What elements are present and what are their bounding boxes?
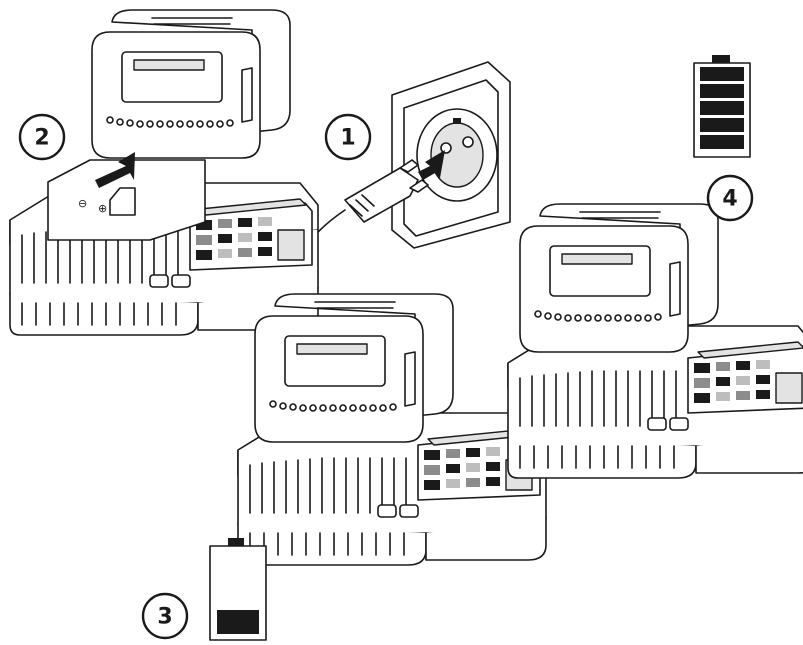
step-number-3: 3 — [157, 605, 172, 630]
step-number-2: 2 — [34, 126, 49, 151]
step-number-1: 1 — [340, 126, 355, 151]
battery-full-segment — [700, 118, 744, 132]
insert-arrow — [95, 152, 135, 188]
step-callout-2: 2 — [18, 113, 66, 161]
battery-full-segment — [700, 84, 744, 98]
step-callout-1: 1 — [324, 113, 372, 161]
svg-text:⊕: ⊕ — [98, 202, 107, 215]
battery-step-3 — [254, 293, 454, 443]
charger-step-2: ⊖ ⊕ — [9, 159, 319, 336]
plug-arrow — [418, 150, 445, 180]
power-plug — [317, 159, 429, 233]
step-callout-4: 4 — [706, 174, 754, 222]
battery-low-indicator — [209, 538, 267, 641]
svg-text:⊖: ⊖ — [78, 197, 87, 210]
battery-full-indicator — [693, 55, 751, 158]
wall-socket — [391, 61, 511, 249]
battery-step-2 — [91, 9, 291, 159]
step-number-4: 4 — [722, 187, 737, 212]
step-callout-3: 3 — [141, 592, 189, 640]
battery-full-segment — [700, 135, 744, 149]
battery-step-4 — [519, 203, 719, 353]
battery-full-segment — [700, 101, 744, 115]
battery-low-fill — [217, 610, 259, 634]
battery-full-segment — [700, 67, 744, 81]
battery-full-fill — [700, 67, 744, 149]
